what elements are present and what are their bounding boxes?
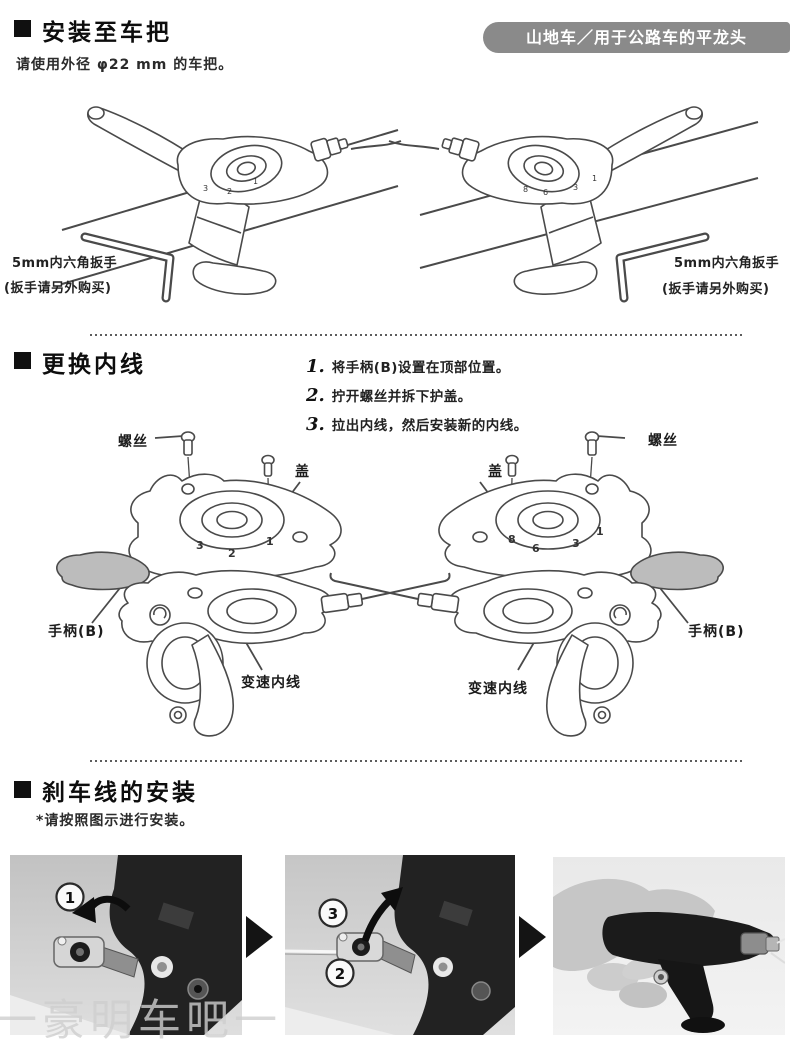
step-list: 1. 将手柄(B)设置在顶部位置。 2. 拧开螺丝并拆下护盖。 3. 拉出内线，… xyxy=(306,356,528,443)
dial-digit: 3 xyxy=(572,537,580,550)
step-marker-3: 3 xyxy=(328,905,338,923)
dial-digit: 3 xyxy=(196,539,204,552)
label-cover-left: 盖 xyxy=(295,464,310,480)
curved-arrow-icon xyxy=(361,898,392,943)
dial-digit: 8 xyxy=(508,533,516,546)
step-marker-1: 1 xyxy=(65,889,75,907)
handlebar-illustrations: 3 2 1 8 6 3 1 xyxy=(61,106,759,303)
dial-digit: 8 xyxy=(523,185,528,194)
dial-digit: 1 xyxy=(596,525,604,538)
section-marker xyxy=(14,352,31,369)
exploded-diagrams: 3 2 1 8 6 3 1 xyxy=(55,431,725,737)
photo-step-3 xyxy=(553,857,785,1035)
dial-digit: 3 xyxy=(203,184,208,193)
section-title-inner-cable: 更换内线 xyxy=(42,352,146,378)
step-marker-circle xyxy=(55,882,85,912)
label-screw-right: 螺丝 xyxy=(648,433,678,449)
section-title-brake: 刹车线的安装 xyxy=(42,780,198,806)
arrow-separator-icon xyxy=(246,916,273,958)
label-lever-b-right: 手柄(B) xyxy=(688,624,745,640)
label-lever-b-left: 手柄(B) xyxy=(48,624,105,640)
step-number: 3. xyxy=(306,414,325,435)
step-2: 2. 拧开螺丝并拆下护盖。 xyxy=(306,385,528,406)
step-marker-circle xyxy=(318,898,348,928)
label-shift-cable-left: 变速内线 xyxy=(241,675,301,691)
wrench-label-left-2: (扳手请另外购买) xyxy=(4,281,112,296)
label-shift-cable-right: 变速内线 xyxy=(468,681,528,697)
photo-step-2: 3 2 xyxy=(285,855,515,1035)
dashed-divider xyxy=(90,760,742,762)
label-cover-right: 盖 xyxy=(488,464,503,480)
bike-type-badge: 山地车／用于公路车的平龙头 xyxy=(483,22,790,53)
step-marker-circle xyxy=(325,958,355,988)
step-text: 拉出内线，然后安装新的内线。 xyxy=(331,418,528,434)
dial-digit: 1 xyxy=(592,174,597,183)
dashed-divider xyxy=(90,334,742,336)
step-3: 3. 拉出内线，然后安装新的内线。 xyxy=(306,414,528,435)
step-number: 1. xyxy=(306,356,325,377)
section-marker xyxy=(14,20,31,37)
step-marker-2: 2 xyxy=(335,965,345,983)
wrench-label-right-1: 5mm内六角扳手 xyxy=(674,256,780,271)
step-1: 1. 将手柄(B)设置在顶部位置。 xyxy=(306,356,528,377)
wrench-label-right-2: (扳手请另外购买) xyxy=(662,282,770,297)
section-title-install: 安装至车把 xyxy=(42,20,172,46)
label-screw-left: 螺丝 xyxy=(118,434,148,450)
brake-note: *请按照图示进行安装。 xyxy=(36,813,195,829)
wrench-label-left-1: 5mm内六角扳手 xyxy=(12,256,118,271)
step-text: 将手柄(B)设置在顶部位置。 xyxy=(331,360,510,376)
photo-step-1: 1 xyxy=(10,855,242,1035)
dial-digit: 3 xyxy=(573,183,578,192)
step-number: 2. xyxy=(306,385,325,406)
dial-digit: 6 xyxy=(543,188,548,197)
dial-digit: 1 xyxy=(253,177,258,186)
dial-digit: 2 xyxy=(228,547,236,560)
dial-digit: 2 xyxy=(227,187,232,196)
dial-digit: 6 xyxy=(532,542,540,555)
section-marker xyxy=(14,781,31,798)
install-note: 请使用外径 φ22 mm 的车把。 xyxy=(16,57,234,73)
arrow-separator-icon xyxy=(519,916,546,958)
watermark: 一豪明车吧一 xyxy=(0,996,282,1045)
dial-digit: 1 xyxy=(266,535,274,548)
step-text: 拧开螺丝并拆下护盖。 xyxy=(331,389,472,405)
